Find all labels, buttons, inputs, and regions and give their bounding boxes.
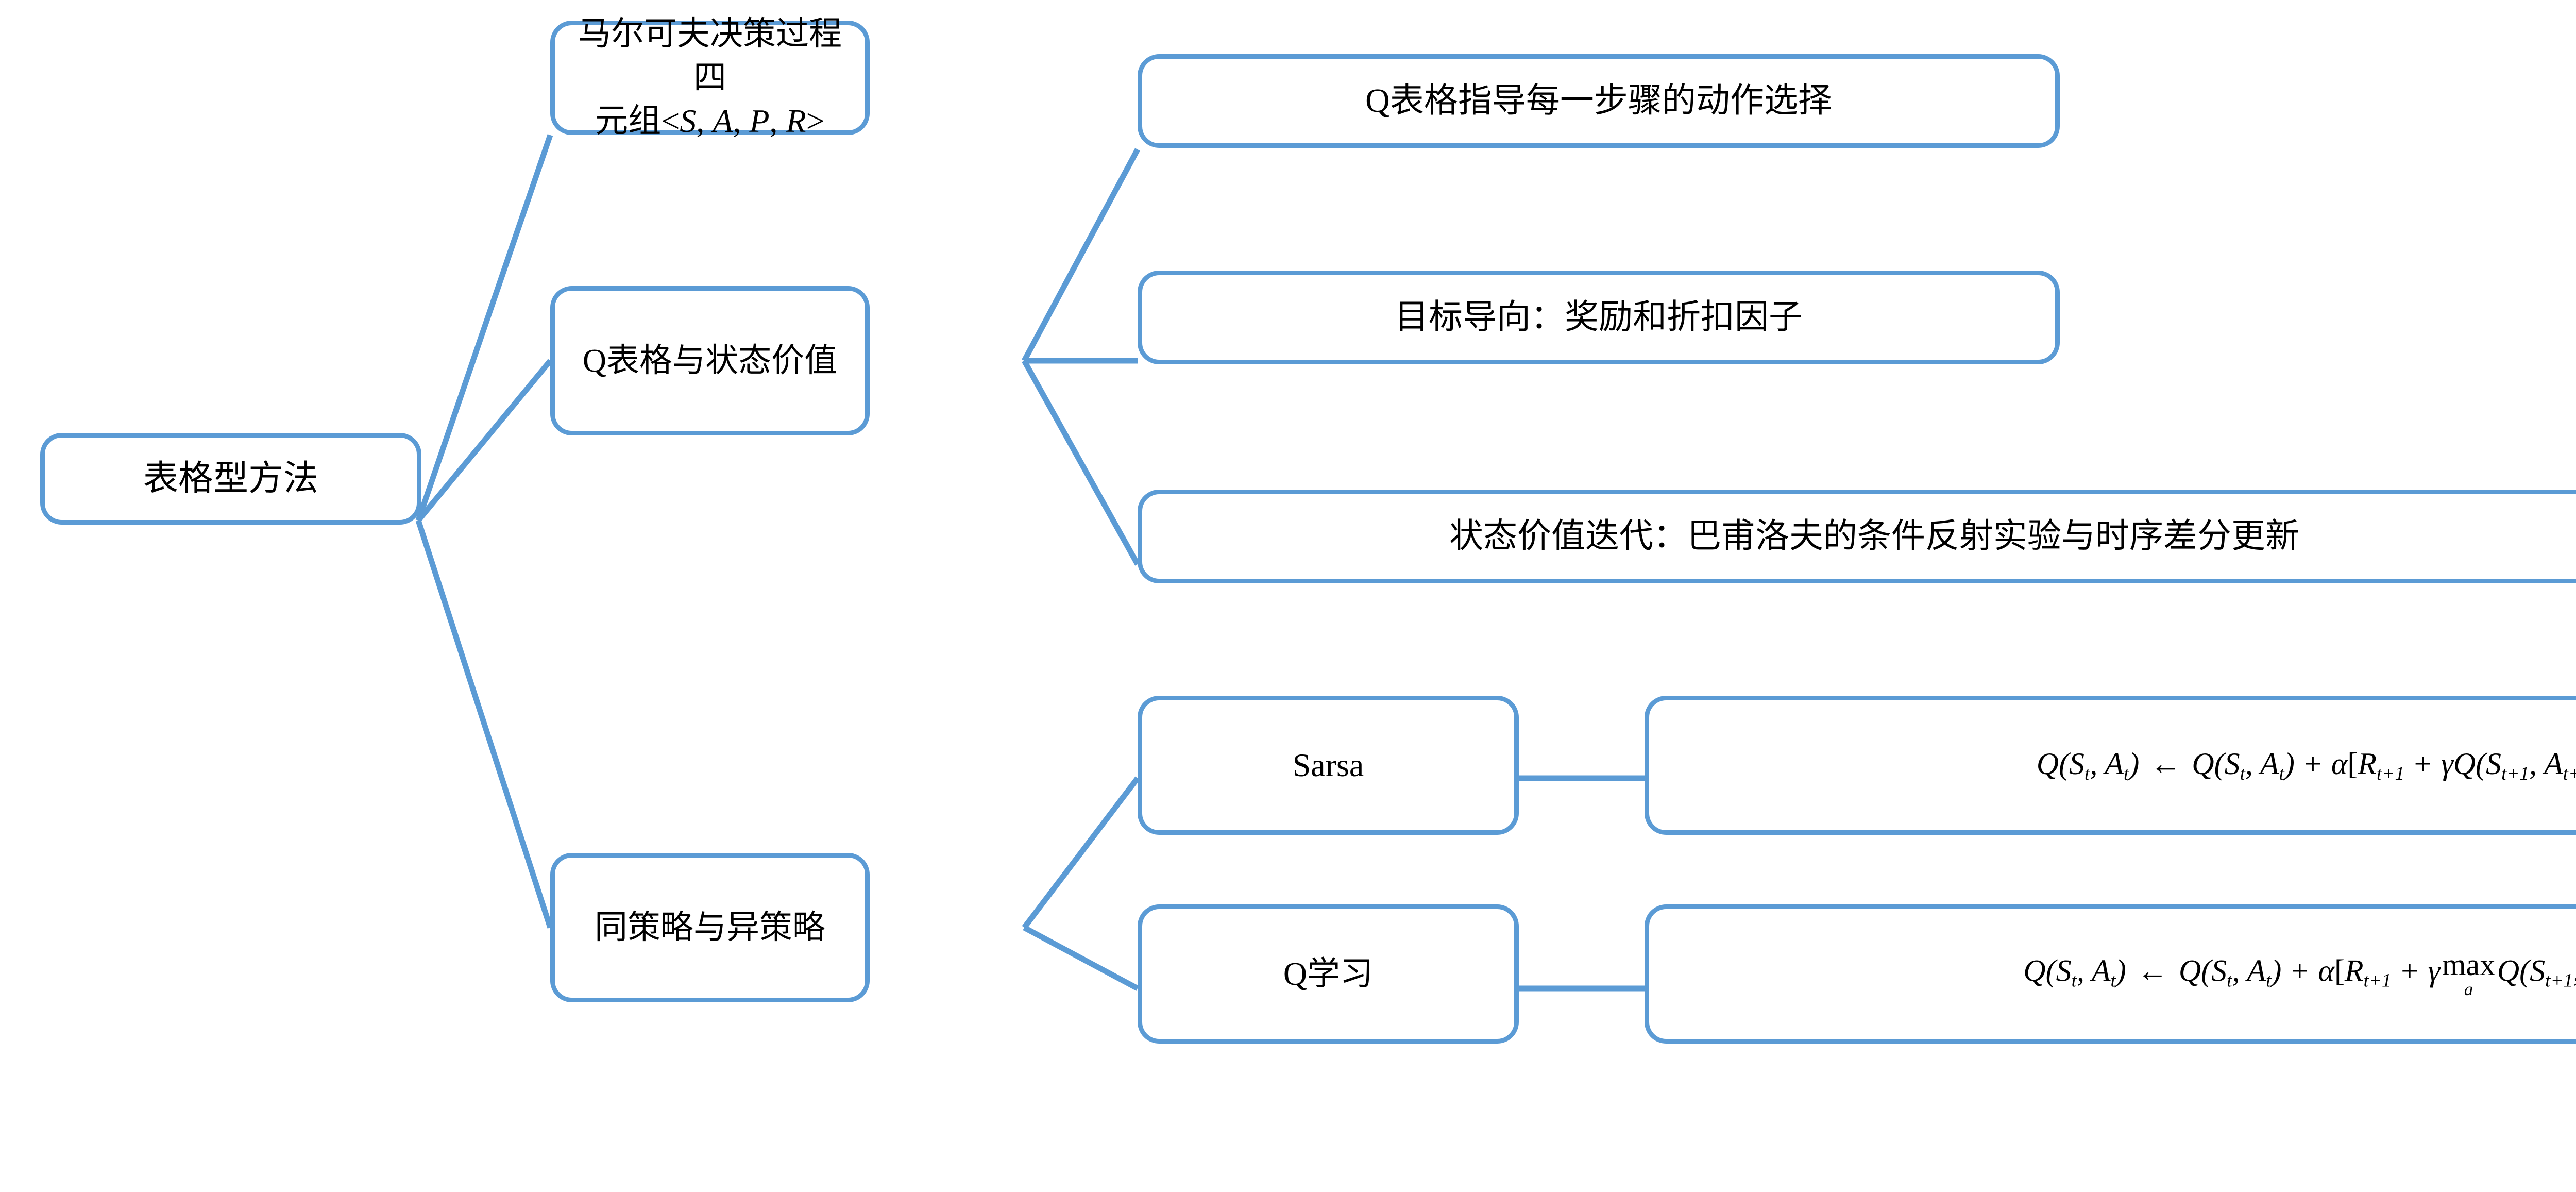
- node-formula-sarsa[interactable]: Q(St, At) ← Q(St, At) + α[Rt+1 + γQ(St+1…: [1645, 696, 2576, 835]
- node-mdp-line2-suffix: >: [806, 103, 825, 140]
- edge-root-to-qtable: [416, 359, 553, 523]
- node-mdp-sym-s: S: [680, 103, 697, 140]
- edge-policy-to-sarsa: [1022, 776, 1140, 930]
- node-mdp-c3: ,: [769, 103, 786, 140]
- node-policy-label: 同策略与异策略: [595, 909, 825, 946]
- node-root-label: 表格型方法: [143, 459, 318, 498]
- node-mdp-c1: ,: [696, 103, 713, 140]
- node-qtable[interactable]: Q表格与状态价值: [550, 286, 870, 435]
- node-qtable-label: Q表格与状态价值: [582, 342, 838, 379]
- node-sarsa-label: Sarsa: [1292, 746, 1364, 783]
- node-mdp-c2: ,: [733, 103, 750, 140]
- node-policy[interactable]: 同策略与异策略: [550, 853, 870, 1002]
- formula-sarsa-expression: Q(St, At) ← Q(St, At) + α[Rt+1 + γQ(St+1…: [2036, 747, 2576, 785]
- edge-root-to-policy: [415, 519, 553, 929]
- node-q-guides-label: Q表格指导每一步骤的动作选择: [1365, 82, 1832, 120]
- node-mdp-line2-prefix: 元组<: [595, 103, 680, 140]
- node-mdp-line1: 马尔可夫决策过程四: [578, 15, 842, 96]
- node-goal-label: 目标导向：奖励和折扣因子: [1395, 298, 1803, 337]
- node-value-iteration-label: 状态价值迭代：巴甫洛夫的条件反射实验与时序差分更新: [1449, 517, 2299, 556]
- node-mdp-sym-a: A: [713, 103, 733, 140]
- edge-qtable-to-valueiter: [1022, 359, 1140, 566]
- node-mdp-sym-r: R: [786, 103, 806, 140]
- node-goal[interactable]: 目标导向：奖励和折扣因子: [1138, 271, 2060, 364]
- edge-root-to-mdp: [415, 134, 553, 522]
- node-sarsa[interactable]: Sarsa: [1138, 696, 1519, 835]
- node-mdp-sym-p: P: [749, 103, 770, 140]
- edge-qtable-to-qguides: [1022, 148, 1140, 362]
- edge-policy-to-qlearning: [1023, 925, 1139, 991]
- node-qlearning[interactable]: Q学习: [1138, 904, 1519, 1044]
- node-mdp[interactable]: 马尔可夫决策过程四 元组<S, A, P, R>: [550, 15, 870, 139]
- node-q-guides[interactable]: Q表格指导每一步骤的动作选择: [1138, 54, 2060, 148]
- node-root[interactable]: 表格型方法: [40, 433, 421, 525]
- node-qlearning-label: Q学习: [1283, 955, 1374, 992]
- node-value-iteration[interactable]: 状态价值迭代：巴甫洛夫的条件反射实验与时序差分更新: [1138, 490, 2576, 583]
- node-mdp-label: 马尔可夫决策过程四 元组<S, A, P, R>: [565, 12, 855, 143]
